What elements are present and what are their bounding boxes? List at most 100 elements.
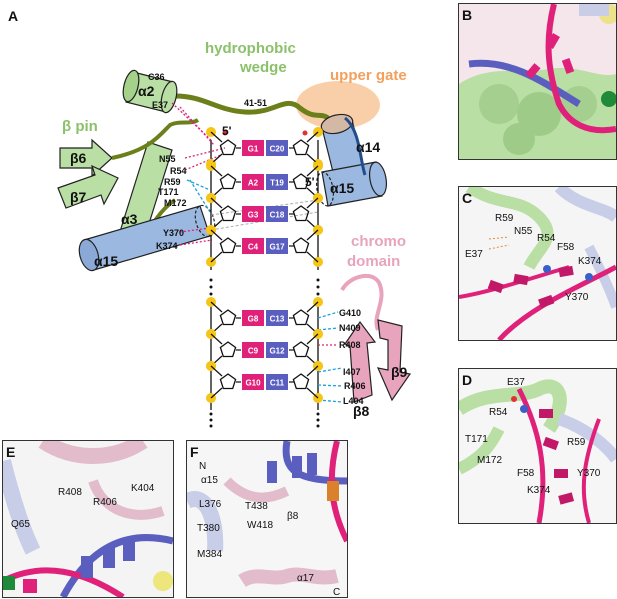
base-pair-row: C4 G17	[206, 225, 323, 267]
chromo-label-2: domain	[347, 253, 400, 270]
base-left-label: C4	[248, 243, 259, 252]
panel-d-res-m172: M172	[477, 455, 503, 466]
base-right-box	[266, 310, 288, 326]
res-l404: L404	[343, 396, 364, 406]
helix-a14-label: α14	[356, 139, 380, 155]
strand-beta9	[376, 319, 412, 402]
panel-f-res-c: C	[333, 587, 341, 598]
res-n409: N409	[339, 323, 361, 333]
beta-pin-label: β pin	[62, 118, 98, 135]
base-left-box	[242, 174, 264, 190]
contact-lines-magenta	[171, 102, 338, 346]
res-loop-41-51: 41-51	[244, 98, 267, 108]
base-left-box	[242, 310, 264, 326]
panel-f-res-w418: W418	[247, 520, 274, 531]
panel-e-res-r406: R406	[93, 497, 117, 508]
panel-d-res-t171: T171	[465, 434, 488, 445]
panel-d-image: D E37 R54 T171 R59 M172 F58 Y370 K374	[458, 368, 617, 524]
res-i407: I407	[343, 367, 361, 377]
res-y370: Y370	[163, 228, 184, 238]
contact-lines-cyan	[186, 179, 343, 403]
strand-beta7	[57, 164, 119, 209]
panel-d-res-r59: R59	[567, 437, 586, 448]
base-right-label: C18	[270, 211, 285, 220]
helix-alpha15-right	[315, 116, 388, 207]
panel-c-res-r54: R54	[537, 233, 556, 244]
base-left-box	[242, 238, 264, 254]
strand-b9-label: β9	[391, 364, 408, 380]
panel-c-res-f58: F58	[557, 242, 575, 253]
base-right-label: C11	[270, 379, 285, 388]
sugar-ring	[219, 341, 237, 358]
sugar-ring	[292, 205, 310, 222]
panel-c-res-y370: Y370	[565, 292, 589, 303]
base-right-label: G17	[269, 243, 285, 252]
panel-f-res-t438: T438	[245, 501, 268, 512]
sugar-ring	[219, 205, 237, 222]
base-left-label: G8	[248, 315, 259, 324]
base-left-label: C9	[248, 347, 259, 356]
sugar-ring	[219, 173, 237, 190]
panel-d-res-e37: E37	[507, 377, 525, 388]
sugar-ring	[292, 341, 310, 358]
panel-d-label: D	[462, 372, 473, 388]
panel-a-label: A	[8, 8, 19, 24]
base-right-box	[266, 342, 288, 358]
panel-f-res-t380: T380	[197, 523, 220, 534]
panel-d-res-y370: Y370	[577, 468, 601, 479]
base-right-box	[266, 174, 288, 190]
helix-a15-right-label: α15	[330, 180, 354, 196]
sugar-ring	[219, 237, 237, 254]
upper-gate-label: upper gate	[330, 67, 407, 84]
sugar-ring	[219, 373, 237, 390]
base-pair-row: C9 G12	[206, 329, 323, 371]
loop-beta-pin	[111, 118, 200, 160]
panel-e-image: E R408 R406 K404 Q65	[2, 440, 174, 598]
sugar-ring	[219, 309, 237, 326]
helix-alpha2	[122, 69, 178, 114]
base-right-box	[266, 374, 288, 390]
panel-e-res-q65: Q65	[11, 519, 30, 530]
res-m172: M172	[164, 198, 187, 208]
sugar-ring	[292, 139, 310, 156]
strand-beta8	[344, 320, 377, 403]
res-r54: R54	[170, 166, 187, 176]
contact-lines-grey	[210, 199, 319, 231]
base-left-box	[242, 206, 264, 222]
strand-b6-label: β6	[70, 150, 87, 166]
panel-f-res-l376: L376	[199, 499, 222, 510]
res-c36: C36	[148, 72, 165, 82]
helix-a3-label: α3	[121, 211, 138, 227]
base-left-box	[242, 140, 264, 156]
panel-b-image: B	[458, 3, 617, 160]
base-left-label: G10	[245, 379, 261, 388]
base-right-label: G12	[269, 347, 285, 356]
res-n55: N55	[159, 154, 176, 164]
hydrophobic-label-2: wedge	[239, 59, 287, 76]
panel-d-res-r54: R54	[489, 407, 508, 418]
panel-c-image: C R59 N55 R54 F58 E37 K374 Y370	[458, 186, 617, 341]
helix-a15-left-label: α15	[94, 253, 118, 269]
res-r408: R408	[339, 340, 361, 350]
panel-f-res-a17: α17	[297, 573, 314, 584]
res-r406: R406	[344, 381, 366, 391]
sugar-ring	[292, 309, 310, 326]
base-left-label: G1	[248, 145, 259, 154]
panel-f-res-n: N	[199, 461, 207, 472]
hydrophobic-label-1: hydrophobic	[205, 40, 296, 57]
dna-ellipsis	[209, 278, 320, 428]
chromo-loop	[340, 274, 384, 331]
panel-f-res-b8: β8	[287, 511, 299, 522]
panel-e-res-r408: R408	[58, 487, 82, 498]
base-left-label: A2	[248, 179, 259, 188]
base-pair-row: G10 C11	[206, 361, 323, 403]
panel-c-res-e37: E37	[465, 249, 483, 260]
res-e37: E37	[152, 100, 168, 110]
base-right-box	[266, 140, 288, 156]
chromo-label-1: chromo	[351, 233, 406, 250]
panel-f-res-a15: α15	[201, 475, 218, 486]
